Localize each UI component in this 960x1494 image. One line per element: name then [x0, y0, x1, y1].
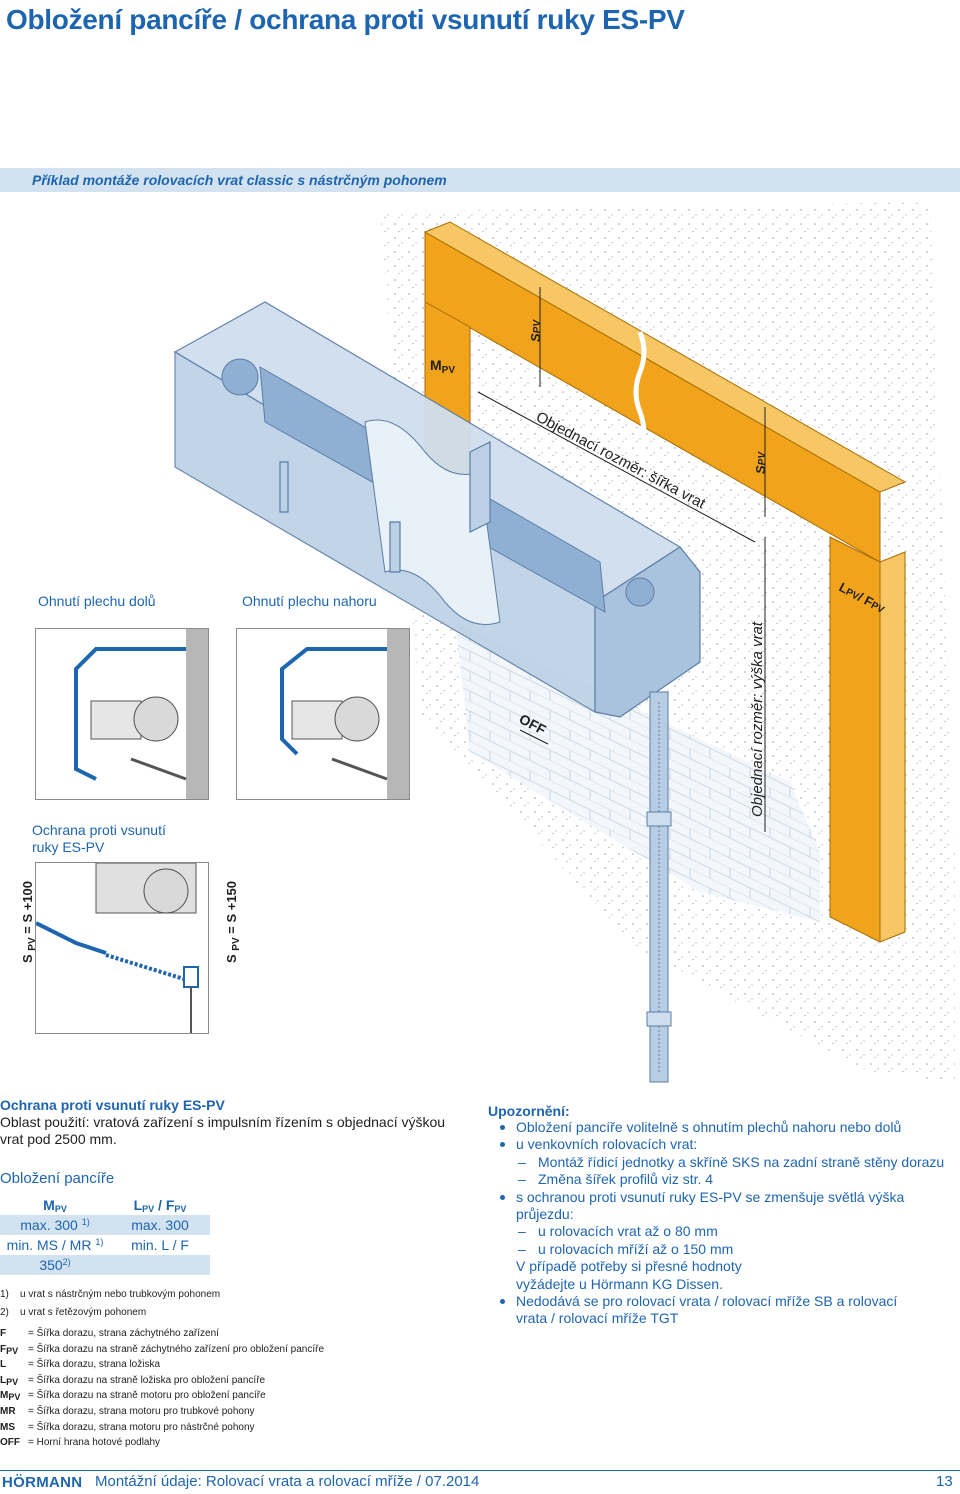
footer-text: Montážní údaje: Rolovací vrata a rolovac…	[95, 1473, 480, 1490]
legend-item: FPV= Šířka dorazu na straně záchytného z…	[0, 1343, 325, 1356]
footer-rule	[0, 1470, 960, 1471]
frame-right-side	[879, 551, 906, 943]
detail-hand-protection	[35, 862, 209, 1034]
hand-protection-label-1: Ochrana proti vsunutí	[32, 822, 166, 838]
note-info: V případě potřeby si přesné hodnoty vyžá…	[516, 1258, 742, 1292]
footnote-1: 1)u vrat s nástrčným nebo trubkovým poho…	[0, 1289, 221, 1300]
legend-item: LPV= Šířka dorazu na straně ložiska pro …	[0, 1374, 266, 1387]
hormann-logo: HÖRMANN	[2, 1474, 83, 1491]
note-subitem: u rolovacích vrat až o 80 mm	[488, 1223, 958, 1241]
legend-item: MR= Šířka dorazu, strana motoru pro trub…	[0, 1405, 255, 1417]
detail-bend-down	[35, 628, 209, 800]
note-item: Obložení pancíře volitelně s ohnutím ple…	[488, 1119, 958, 1136]
legend-item: OFF= Horní hrana hotové podlahy	[0, 1437, 161, 1449]
note-item: s ochranou proti vsunutí ruky ES-PV se z…	[488, 1189, 958, 1224]
note-subitem: u rolovacích mříží až o 150 mm	[488, 1241, 958, 1259]
note-item: Nedodává se pro rolovací vrata / rolovac…	[488, 1293, 958, 1328]
door-installation-drawing: MPV SPV Objednací rozměr: šířka vrat SPV…	[173, 202, 955, 1083]
legend-item: MS= Šířka dorazu, strana motoru pro nást…	[0, 1421, 255, 1433]
legend-item: MPV= Šířka dorazu na straně motoru pro o…	[0, 1390, 266, 1403]
page-number: 13	[936, 1473, 953, 1490]
svg-text:SPV: SPV	[753, 451, 768, 474]
page-title: Obložení pancíře / ochrana proti vsunutí…	[6, 4, 685, 35]
floor-tiles	[455, 622, 820, 922]
box-end	[594, 546, 701, 718]
detail-bend-up	[236, 628, 410, 800]
notes-list: Obložení pancíře volitelně s ohnutím ple…	[488, 1119, 958, 1328]
legend-item: L= Šířka dorazu, strana ložiska	[0, 1359, 161, 1371]
label-order-height: Objednací rozměr: výška vrat	[749, 621, 766, 817]
example-title: Příklad montáže rolovacích vrat classic …	[32, 172, 447, 188]
note-subitem: Změna šířek profilů viz str. 4	[488, 1171, 958, 1189]
es-pv-body: Oblast použití: vratová zařízení s impul…	[0, 1114, 446, 1147]
svg-text:SPV: SPV	[528, 319, 543, 342]
note-item: u venkovních rolovacích vrat:	[488, 1136, 958, 1153]
footnote-2: 2)u vrat s řetězovým pohonem	[0, 1307, 147, 1318]
detail-up-label: Ohnutí plechu nahoru	[242, 593, 377, 609]
detail-down-label: Ohnutí plechu dolů	[38, 593, 156, 609]
notes-heading: Upozornění:	[488, 1103, 570, 1119]
es-pv-heading: Ochrana proti vsunutí ruky ES-PV	[0, 1097, 225, 1113]
example-bar: Příklad montáže rolovacích vrat classic …	[0, 168, 960, 192]
detail-up-dim: S PV = S +150	[224, 880, 242, 963]
oblozeni-table: MPV LPV / FPV max. 300 1) max. 300 min. …	[0, 1195, 210, 1275]
dimension-lines	[477, 287, 766, 832]
detail-down-dim: S PV = S +100	[20, 880, 38, 963]
frame-top-side	[423, 221, 907, 493]
oblozeni-heading: Obložení pancíře	[0, 1170, 115, 1187]
legend: F= Šířka dorazu, strana záchytného zaříz…	[0, 1326, 324, 1451]
hand-protection-label-2: ruky ES-PV	[32, 839, 105, 855]
motor-icon	[221, 358, 259, 396]
note-subitem: Montáž řídicí jednotky a skříně SKS na z…	[488, 1154, 958, 1172]
legend-item: F= Šířka dorazu, strana záchytného zaříz…	[0, 1328, 219, 1339]
